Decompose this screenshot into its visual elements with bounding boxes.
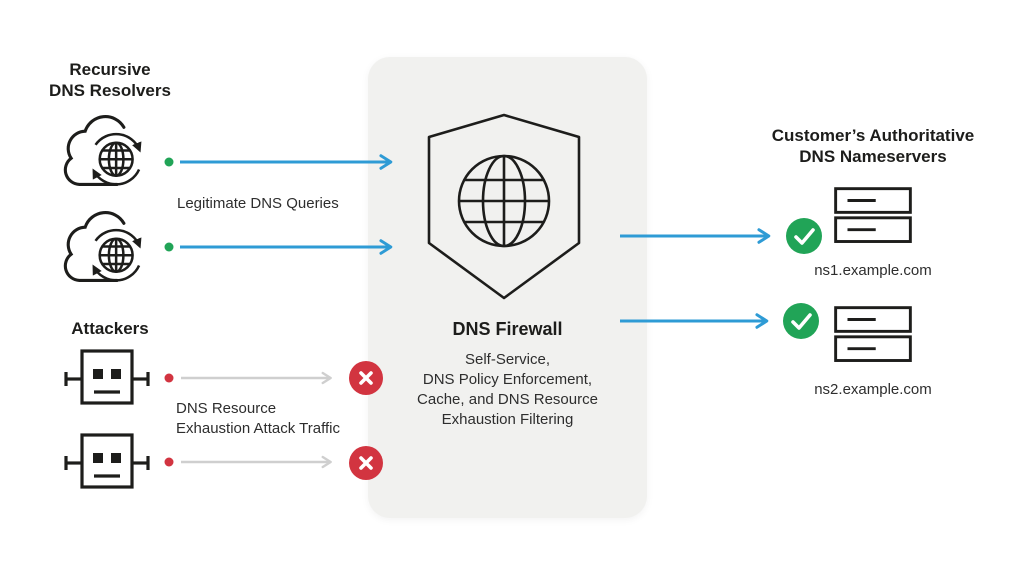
firewall-title: DNS Firewall (452, 319, 563, 339)
allowed-badge (783, 303, 819, 339)
attackers-title: Attackers (71, 319, 149, 338)
attacker-bot-icon (64, 433, 150, 489)
blocked-badge (349, 446, 383, 480)
source-dot-attacker-1 (164, 373, 174, 383)
source-dot-attacker-2 (164, 457, 174, 467)
x-icon (359, 456, 373, 470)
legitimate-queries-label: Legitimate DNS Queries (177, 195, 339, 212)
cloud-resolver-icon (63, 211, 142, 282)
blocked-badge (349, 361, 383, 395)
source-dot-resolver-2 (164, 242, 174, 252)
check-icon (794, 228, 815, 245)
nameserver-hostname: ns1.example.com (814, 262, 932, 279)
resolvers-title: Recursive DNS Resolvers (49, 60, 171, 100)
attacker-bot-icon (64, 349, 150, 405)
firewall-description: Self-Service, DNS Policy Enforcement, Ca… (417, 351, 598, 428)
x-icon (359, 371, 373, 385)
cloud-resolver-icon (63, 115, 142, 186)
allowed-badge (786, 218, 822, 254)
server-stack-icon (834, 187, 912, 243)
nameserver-hostname: ns2.example.com (814, 381, 932, 398)
server-stack-icon (834, 306, 912, 362)
shield-globe-icon (427, 113, 581, 300)
attack-traffic-label: DNS Resource Exhaustion Attack Traffic (176, 400, 340, 437)
nameservers-title: Customer’s Authoritative DNS Nameservers (771, 126, 975, 166)
source-dot-resolver-1 (164, 157, 174, 167)
firewall-panel (368, 57, 647, 518)
check-icon (791, 313, 812, 330)
